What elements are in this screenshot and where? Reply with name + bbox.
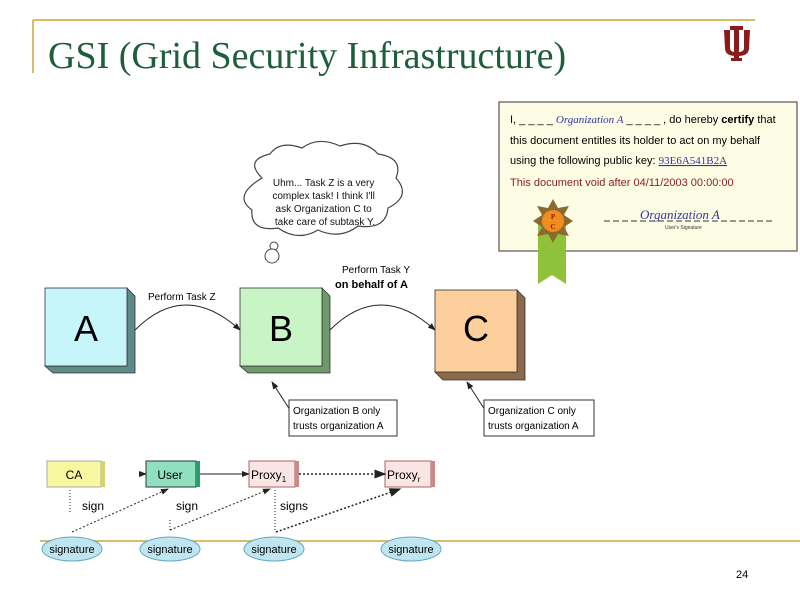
svg-text:CA: CA [66, 468, 83, 482]
svg-text:This document void after 04/11: This document void after 04/11/2003 00:0… [510, 177, 734, 189]
svg-text:User's Signature: User's Signature [665, 225, 702, 231]
svg-text:C: C [463, 308, 489, 349]
svg-text:this document entitles its hol: this document entitles its holder to act… [510, 135, 761, 147]
page-title: GSI (Grid Security Infrastructure) [48, 35, 567, 77]
svg-text:User: User [157, 468, 182, 482]
chain-node-ca: CA [46, 460, 105, 488]
svg-text:sign: sign [82, 499, 104, 513]
svg-text:A: A [74, 308, 98, 349]
thought-bubble: Uhm... Task Z is a very complex task! I … [243, 140, 403, 264]
svg-text:signature: signature [49, 544, 94, 556]
chain-node-proxy-1: Proxy1 [248, 460, 299, 488]
arrow-a-to-b [134, 304, 241, 331]
svg-text:using the following public key: using the following public key: 93E6A541… [510, 155, 727, 167]
svg-text:Proxyr: Proxyr [387, 468, 421, 484]
entity-box-b: B [238, 287, 331, 374]
signature-ellipses: signature signature signature signature [41, 536, 442, 562]
seal-icon: P C [533, 199, 573, 284]
svg-text:Perform Task Y: Perform Task Y [342, 265, 410, 276]
chain-node-proxy-r: Proxyr [384, 460, 435, 488]
svg-text:sign: sign [176, 499, 198, 513]
svg-text:C: C [550, 223, 555, 231]
svg-text:I, _ _ _ _ Organization A _ _: I, _ _ _ _ Organization A _ _ _ _ , do h… [510, 114, 776, 126]
svg-text:B: B [269, 308, 293, 349]
signature-scrawl: Organization A [640, 207, 720, 222]
page-number: 24 [736, 569, 749, 581]
entity-box-c: C [434, 289, 526, 381]
svg-text:signs: signs [280, 499, 308, 513]
svg-text:signature: signature [251, 544, 296, 556]
svg-text:P: P [551, 213, 556, 221]
svg-text:Proxy1: Proxy1 [251, 468, 287, 484]
svg-text:signature: signature [388, 544, 433, 556]
chain-node-user: User [145, 460, 200, 488]
svg-text:signature: signature [147, 544, 192, 556]
entity-box-a: A [43, 287, 136, 374]
arrow-b-to-c [329, 304, 436, 331]
svg-text:Uhm... Task Z is a very: Uhm... Task Z is a very complex task! I … [272, 178, 377, 228]
trident-logo [724, 26, 750, 61]
svg-text:Perform Task Z: Perform Task Z [148, 292, 216, 303]
svg-text:on behalf of A: on behalf of A [335, 279, 408, 291]
